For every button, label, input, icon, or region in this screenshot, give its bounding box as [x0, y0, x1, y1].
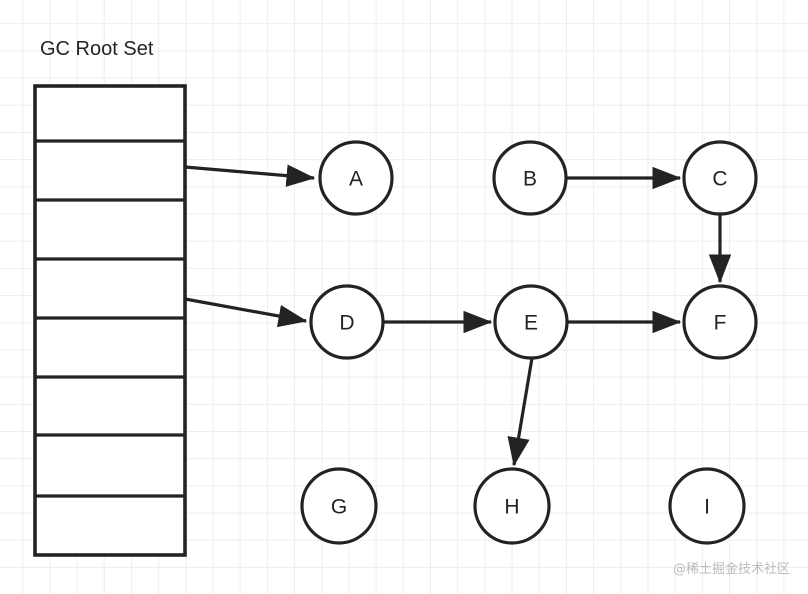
node-g-label: G	[331, 496, 347, 519]
edge-e-to-h	[507, 357, 534, 467]
node-h[interactable]: H	[473, 467, 551, 545]
edge-root-to-d	[184, 297, 308, 328]
node-c-circle[interactable]	[682, 140, 758, 216]
watermark: @稀土掘金技术社区	[673, 561, 790, 577]
node-b-circle[interactable]	[492, 140, 568, 216]
node-b-label: B	[523, 168, 537, 191]
root-box-outline	[33, 84, 187, 557]
node-g[interactable]: G	[300, 467, 378, 545]
node-i-circle[interactable]	[668, 467, 746, 545]
node-c-label: C	[712, 168, 727, 191]
node-i[interactable]: I	[668, 467, 746, 545]
node-d[interactable]: D	[309, 284, 385, 360]
node-a-label: A	[349, 168, 363, 191]
node-f-label: F	[714, 312, 727, 335]
node-a[interactable]: A	[318, 140, 394, 216]
node-e-label: E	[524, 312, 538, 335]
node-g-circle[interactable]	[300, 467, 378, 545]
edge-root-to-a	[184, 164, 316, 187]
node-f[interactable]: F	[682, 284, 758, 360]
node-d-circle[interactable]	[309, 284, 385, 360]
node-d-label: D	[339, 312, 354, 335]
node-b[interactable]: B	[492, 140, 568, 216]
node-h-label: H	[504, 496, 519, 519]
node-e-circle[interactable]	[493, 284, 569, 360]
node-f-circle[interactable]	[682, 284, 758, 360]
node-c[interactable]: C	[682, 140, 758, 216]
node-h-circle[interactable]	[473, 467, 551, 545]
node-a-circle[interactable]	[318, 140, 394, 216]
gc-root-set-box	[33, 84, 187, 557]
node-i-label: I	[704, 496, 710, 519]
page-title: GC Root Set	[40, 38, 154, 60]
node-e[interactable]: E	[493, 284, 569, 360]
